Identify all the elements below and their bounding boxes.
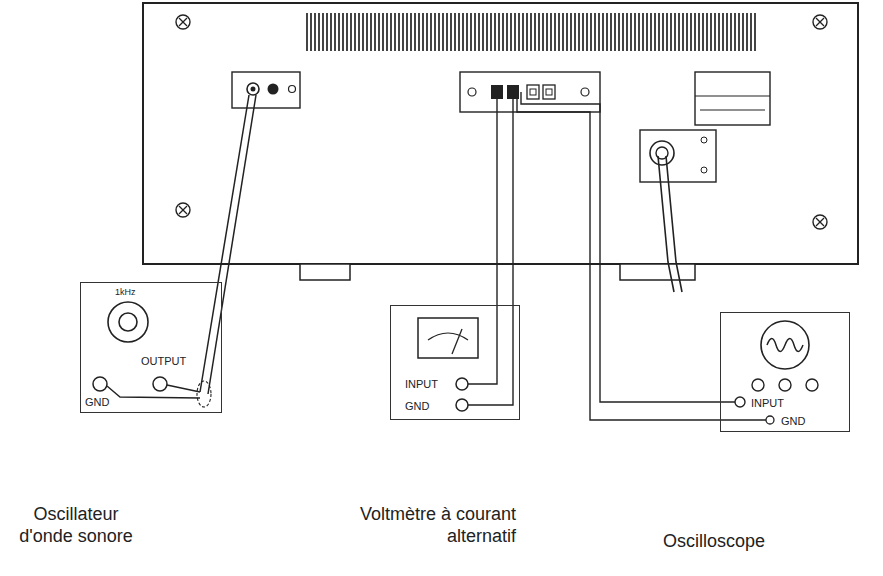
cord-plate — [640, 130, 716, 182]
instrument-box: INPUTGNDOscilloscope — [720, 312, 850, 432]
wire — [107, 386, 200, 398]
screw — [813, 15, 827, 29]
input-panel — [232, 72, 300, 108]
vent-grille — [306, 13, 758, 51]
input-jack — [456, 378, 468, 390]
input-jack — [251, 87, 256, 92]
shielded-cable — [208, 95, 256, 394]
foot — [300, 264, 350, 280]
gnd-jack — [766, 416, 774, 424]
instrument-caption: Oscillateur d'onde sonore — [11, 504, 141, 547]
power-cord — [658, 156, 674, 292]
cord-grommet — [650, 141, 674, 165]
jack-label: OUTPUT — [141, 355, 186, 368]
input-jack — [735, 397, 745, 407]
terminal — [543, 85, 555, 99]
terminal-panel — [460, 72, 600, 112]
meter-window — [418, 318, 478, 358]
jack-label: GND — [781, 415, 805, 428]
terminal — [530, 89, 536, 95]
wire — [468, 92, 513, 405]
wire — [167, 385, 200, 392]
label-plate — [695, 72, 770, 125]
knob — [752, 379, 764, 391]
screw — [581, 88, 589, 96]
jack-label: GND — [85, 396, 109, 409]
scope-screen — [761, 321, 809, 369]
screw — [176, 15, 190, 29]
screw — [468, 88, 476, 96]
screw — [176, 203, 190, 217]
power-cord — [666, 156, 682, 292]
dial-label: 1kHz — [115, 287, 136, 298]
terminal — [527, 85, 539, 99]
wire — [517, 99, 766, 420]
terminal — [546, 89, 552, 95]
screw — [813, 215, 827, 229]
foot — [620, 264, 695, 280]
gnd-jack — [456, 399, 468, 411]
knob — [806, 379, 818, 391]
instrument-box: 1kHzOUTPUTGNDOscillateur d'onde sonore — [80, 282, 222, 413]
input-jack — [268, 84, 279, 95]
output-jack — [153, 377, 167, 391]
shielded-cable — [200, 95, 249, 392]
knob — [779, 379, 791, 391]
wire — [468, 92, 497, 384]
wire — [521, 92, 735, 402]
gnd-jack — [93, 377, 107, 391]
instrument-box: INPUTGNDVoltmètre à courant alternatif — [390, 305, 520, 420]
meter-needle — [452, 329, 462, 354]
jack-label: INPUT — [405, 378, 438, 391]
instrument-caption: Oscilloscope — [663, 531, 783, 553]
instrument-caption: Voltmètre à courant alternatif — [331, 504, 516, 547]
sine-wave — [767, 339, 803, 352]
jack-label: GND — [405, 400, 429, 413]
jack-label: INPUT — [751, 397, 784, 410]
frequency-knob — [108, 302, 148, 342]
input-jack — [247, 83, 259, 95]
screw — [289, 86, 296, 93]
